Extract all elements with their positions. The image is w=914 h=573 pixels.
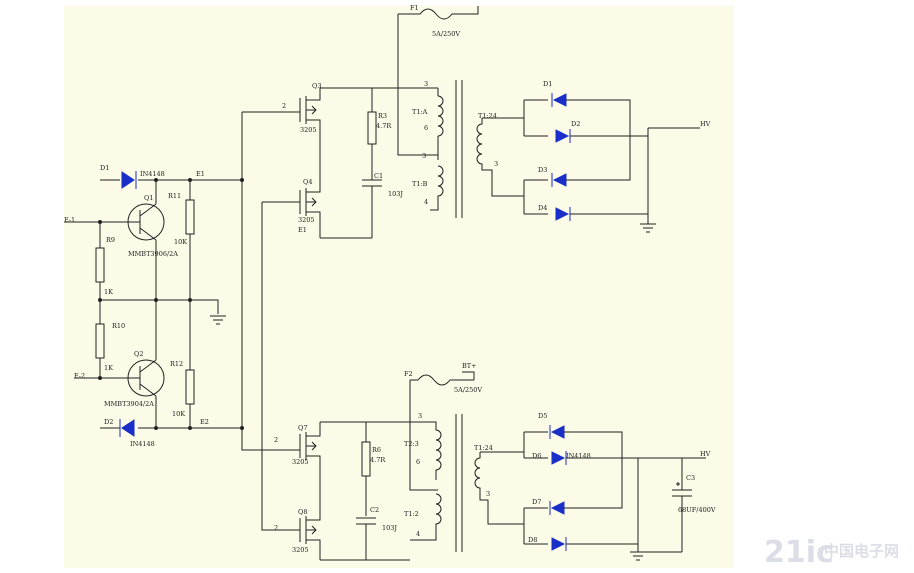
e1-source-label: E1	[298, 226, 307, 234]
driver-d2-label: D2	[104, 418, 113, 426]
r9-value: 1K	[104, 288, 113, 296]
d2-label: D2	[571, 120, 580, 128]
f2-rating: 5A/250V	[454, 386, 482, 394]
r12-label: R12	[170, 360, 183, 368]
q7-part: 3205	[292, 458, 309, 466]
d3-label: D3	[538, 166, 547, 174]
t1b-pin3: 3	[422, 152, 426, 160]
t2c-pin3: 3	[486, 490, 490, 498]
f1-label: F1	[410, 4, 419, 12]
t1c-label: T1:24	[478, 112, 497, 120]
d4-label: D4	[538, 204, 547, 212]
transistor-q2	[92, 359, 165, 397]
c1-label: C1	[374, 172, 383, 180]
r11-label: R11	[168, 192, 181, 200]
f1-rating: 5A/250V	[432, 30, 460, 38]
transistor-q1	[92, 203, 165, 241]
e2-node-label: E2	[200, 418, 209, 426]
c3-value: 68UF/400V	[678, 506, 716, 514]
t1c-pin3: 3	[494, 160, 498, 168]
t2b-label: T1:2	[404, 510, 419, 518]
t1a-label: T1:A	[412, 108, 428, 116]
d1-label: D1	[543, 80, 552, 88]
q8-part: 3205	[292, 546, 309, 554]
ground-symbol-driver	[210, 315, 226, 325]
d8-label: D8	[528, 536, 537, 544]
mosfet-q3	[299, 88, 321, 132]
d7-label: D7	[532, 498, 541, 506]
watermark-brand: 21ic	[764, 535, 834, 570]
r3-label: R3	[378, 112, 387, 120]
driver-d1-label: D1	[100, 164, 109, 172]
q3-label: Q3	[312, 82, 321, 90]
c1-value: 103J	[388, 190, 403, 198]
driver-d1-part: IN4148	[140, 170, 165, 178]
q7-gate-pin: 2	[274, 436, 278, 444]
transformer-t1-secondary	[476, 118, 524, 197]
d6-label: D6	[532, 452, 541, 460]
watermark-site: 中国电子网	[824, 542, 899, 560]
r6-value: 4.7R	[370, 456, 386, 464]
q1-part: MMBT3906/2A	[128, 250, 178, 258]
fuse-f1-symbol	[398, 6, 479, 20]
c2-value: 103J	[382, 524, 397, 532]
t2a-pin3: 3	[418, 412, 422, 420]
mosfet-q7	[299, 422, 321, 470]
e1-node-label: E1	[196, 170, 205, 178]
t2b-pin4: 4	[416, 530, 420, 538]
driver-d2-part: IN4148	[130, 440, 155, 448]
t2a-pin6: 6	[416, 458, 420, 466]
t1a-pin3: 3	[424, 80, 428, 88]
q1-label: Q1	[144, 194, 153, 202]
q2-label: Q2	[134, 350, 143, 358]
t2c-label: T1:24	[474, 444, 493, 452]
input-e2-label: E-2	[74, 372, 85, 380]
diode-driver-bottom	[119, 419, 135, 437]
ground-symbol-top	[640, 214, 656, 233]
f2-label: F2	[404, 370, 413, 378]
d5-label: D5	[538, 412, 547, 420]
q3-gate-pin: 2	[282, 102, 286, 110]
transformer-t2-secondary	[474, 452, 524, 525]
diode-driver-top	[121, 171, 137, 189]
hv-output-bottom: HV	[700, 450, 711, 458]
c2-label: C2	[370, 506, 379, 514]
hv-output-top: HV	[700, 120, 711, 128]
transformer-t2-primary	[410, 414, 463, 552]
r9-label: R9	[106, 236, 115, 244]
q3-part: 3205	[300, 126, 317, 134]
r10-value: 1K	[104, 364, 113, 372]
r10-label: R10	[112, 322, 125, 330]
r3-value: 4.7R	[376, 122, 392, 130]
transformer-t1-primary	[430, 80, 463, 218]
q2-part: MMBT3904/2A	[104, 400, 154, 408]
schematic-paper	[64, 6, 734, 568]
q4-label: Q4	[303, 178, 312, 186]
t2a-label: T2:3	[404, 440, 419, 448]
site-watermark: 21ic 中国电子网	[764, 535, 899, 570]
mosfet-q8	[299, 500, 321, 560]
r12-value: 10K	[172, 410, 185, 418]
q8-gate-pin: 2	[274, 524, 278, 532]
t1b-label: T1:B	[412, 180, 428, 188]
q7-label: Q7	[298, 424, 307, 432]
r6-label: R6	[372, 446, 381, 454]
t1b-pin4: 4	[424, 198, 428, 206]
d6-part: IN4148	[566, 452, 591, 460]
input-e1-label: E-1	[64, 216, 75, 224]
q4-part: 3205	[298, 216, 315, 224]
fuse-f2-symbol	[410, 374, 474, 386]
bt-plus-label: BT+	[462, 362, 477, 370]
c3-label: C3	[686, 474, 695, 482]
q8-label: Q8	[298, 508, 307, 516]
r11-value: 10K	[174, 238, 187, 246]
capacitor-c3	[672, 458, 692, 552]
t1a-pin6: 6	[424, 124, 428, 132]
